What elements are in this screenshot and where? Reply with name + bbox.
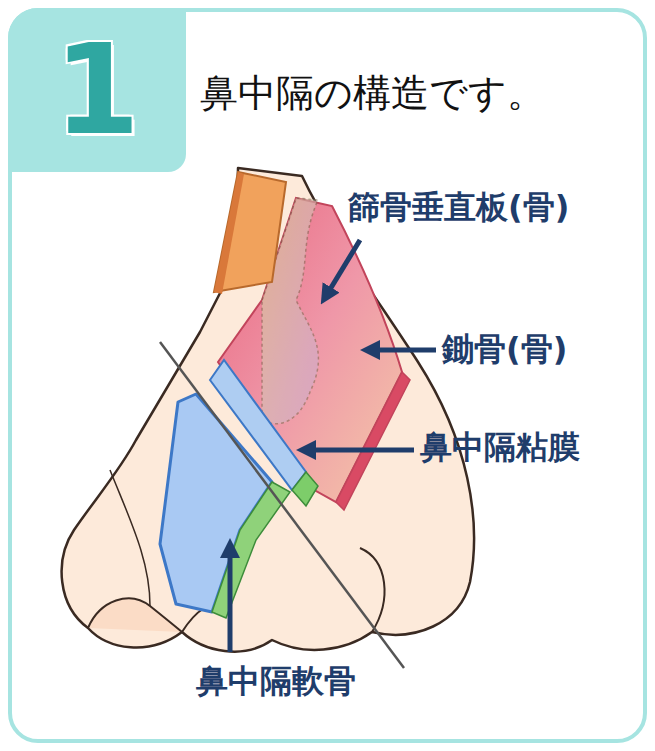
- title: 鼻中隔の構造です。: [200, 68, 545, 119]
- part-label: 鋤骨(骨): [442, 328, 567, 372]
- leader-arrow: [306, 448, 414, 453]
- leader-arrow: [228, 548, 233, 652]
- part-label: 鼻中隔粘膜: [420, 426, 580, 470]
- leader-arrow: [326, 240, 360, 296]
- callout-box: 1: [8, 8, 186, 172]
- nose-skin: [62, 168, 474, 652]
- callout-number: 1: [54, 28, 140, 152]
- part-label: 篩骨垂直板(骨): [348, 186, 569, 230]
- part-label: 鼻中隔軟骨: [196, 660, 356, 704]
- leader-arrow: [370, 348, 436, 353]
- section-line: [160, 342, 404, 668]
- septal-cartilage: [160, 394, 272, 612]
